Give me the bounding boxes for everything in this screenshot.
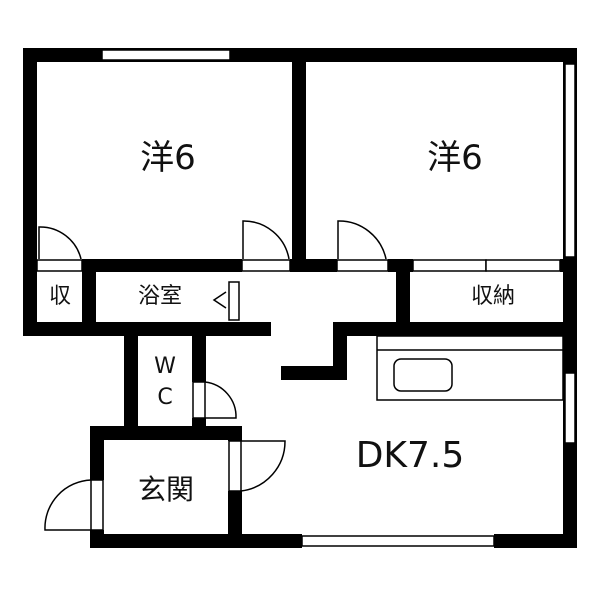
room-label-western-right: 洋6 <box>427 138 483 178</box>
window-bottom <box>301 535 495 547</box>
doors <box>36 220 561 531</box>
kitchen-counter <box>376 335 564 401</box>
sink-icon <box>393 358 453 392</box>
window-top-left <box>101 49 231 61</box>
room-label-toilet-w: W <box>154 354 176 379</box>
window-right-dk <box>564 372 576 444</box>
room-label-western-left: 洋6 <box>140 138 196 178</box>
room-label-toilet-c: C <box>157 385 173 410</box>
room-label-dining-kitchen: DK7.5 <box>355 435 465 476</box>
room-label-bathroom: 浴室 <box>137 284 182 309</box>
window-right-upper <box>564 63 576 258</box>
room-label-entrance: 玄関 <box>137 473 194 506</box>
room-label-storage-closet: 収納 <box>470 284 515 309</box>
windows <box>101 49 576 547</box>
room-label-storage-small: 収 <box>48 284 71 309</box>
